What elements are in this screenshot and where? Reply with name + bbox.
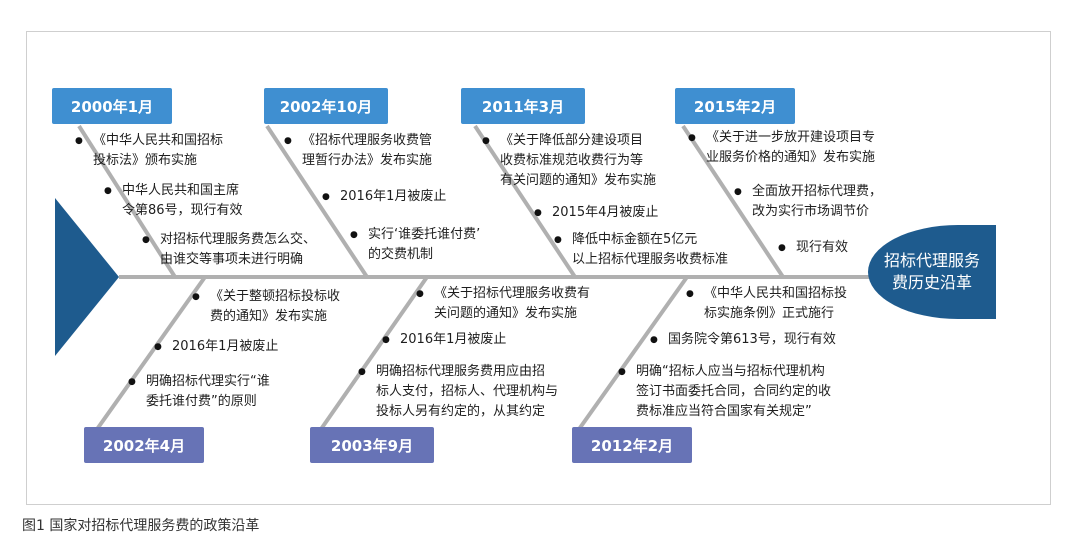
top-bone-4 <box>681 124 785 279</box>
head-line-2: 费历史沿革 <box>891 273 972 292</box>
milestone-item: 2016年1月被废止 <box>154 337 278 357</box>
top-bone-2 <box>265 124 369 279</box>
date-box-top-1: 2000年1月 <box>52 88 172 124</box>
date-box-bottom-1: 2002年4月 <box>84 427 204 463</box>
date-box-bottom-3: 2012年2月 <box>572 427 692 463</box>
milestone-item: 实行‘谁委托谁付费’的交费机制 <box>350 225 480 265</box>
bottom-bone-3 <box>575 275 689 434</box>
milestone-item: 2015年4月被废止 <box>534 203 658 223</box>
bottom-bone-1 <box>93 275 207 434</box>
milestone-item: 2016年1月被废止 <box>322 187 446 207</box>
milestone-item: 现行有效 <box>778 238 848 258</box>
milestone-item: 对招标代理服务费怎么交、由谁交等事项未进行明确 <box>142 230 316 270</box>
date-box-top-4: 2015年2月 <box>675 88 795 124</box>
fishbone-svg <box>55 124 897 434</box>
top-bone-3 <box>473 124 577 279</box>
milestone-item: 明确“招标人应当与招标代理机构签订书面委托合同，合同约定的收费标准应当符合国家有… <box>618 362 831 422</box>
milestone-item: 国务院令第613号，现行有效 <box>650 330 836 350</box>
bottom-bone-2 <box>317 275 429 434</box>
fish-head-title: 招标代理服务 费历史沿革 <box>868 225 996 319</box>
date-box-top-2: 2002年10月 <box>264 88 388 124</box>
head-line-1: 招标代理服务 <box>883 251 980 270</box>
milestone-item: 全面放开招标代理费，改为实行市场调节价 <box>734 182 882 222</box>
milestone-item: 明确招标代理实行“谁委托谁付费”的原则 <box>128 372 270 412</box>
date-box-bottom-2: 2003年9月 <box>310 427 434 463</box>
date-box-top-3: 2011年3月 <box>461 88 585 124</box>
figure-caption: 图1 国家对招标代理服务费的政策沿革 <box>22 518 260 534</box>
milestone-item: 2016年1月被废止 <box>382 330 506 350</box>
fish-tail <box>55 198 119 356</box>
